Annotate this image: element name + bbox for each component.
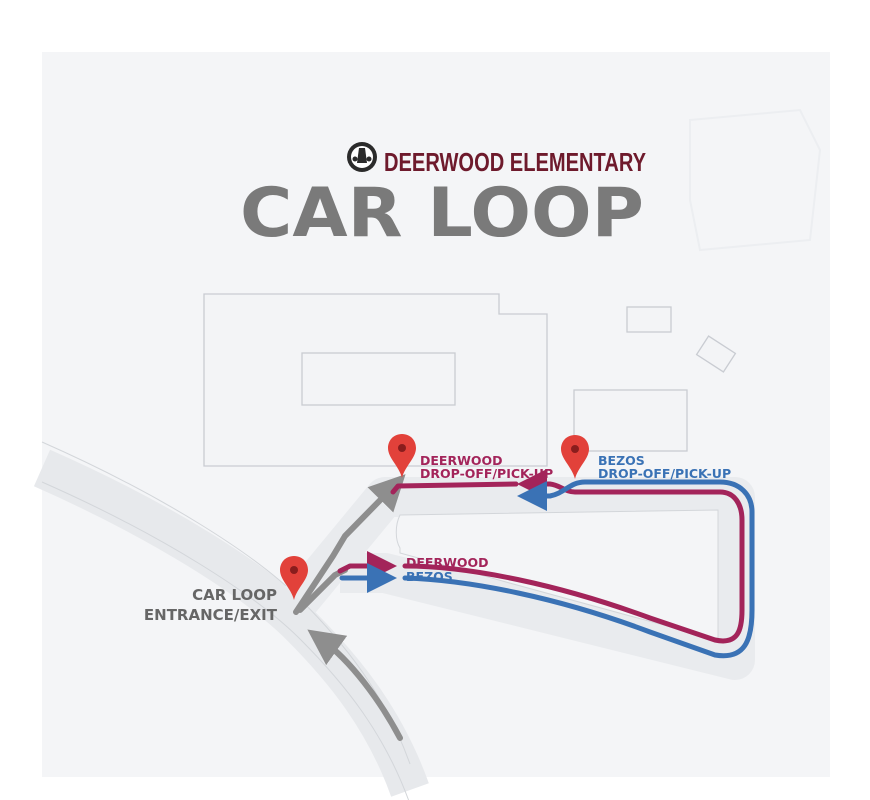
map-pin-icon: [280, 556, 308, 600]
school-crest-icon: [347, 142, 377, 172]
loop-island: [395, 509, 719, 641]
courtyard: [301, 352, 456, 406]
bezos-loop-line: [402, 479, 755, 659]
deerwood-stop-label: DEERWOOD: [420, 453, 503, 468]
page-title: CAR LOOP: [240, 174, 644, 253]
deerwood-lane-label: DEERWOOD: [406, 555, 489, 570]
faint-building-outline: [689, 108, 822, 252]
map-pin-icon: [388, 434, 416, 478]
bezos-stop-label: BEZOS: [598, 453, 645, 468]
small-building: [626, 306, 672, 333]
shed: [695, 335, 737, 373]
school-name: DEERWOOD ELEMENTARY: [384, 147, 646, 177]
bezos-lane-label: BEZOS: [406, 569, 453, 584]
exit-path: [293, 474, 406, 615]
entry-arrow: [307, 629, 403, 741]
entrance-label-line2: ENTRANCE/EXIT: [144, 606, 278, 624]
deerwood-loop-line: [402, 469, 745, 644]
school-buildings: [203, 293, 737, 467]
deerwood-stop-sublabel: DROP-OFF/PICK-UP: [420, 466, 553, 481]
bezos-stop-sublabel: DROP-OFF/PICK-UP: [598, 466, 731, 481]
bezos-route: [339, 479, 755, 659]
side-building: [573, 389, 688, 452]
map-pin-icon: [561, 435, 589, 479]
entrance-label-line1: CAR LOOP: [192, 586, 277, 604]
deerwood-return-line: [390, 481, 519, 495]
